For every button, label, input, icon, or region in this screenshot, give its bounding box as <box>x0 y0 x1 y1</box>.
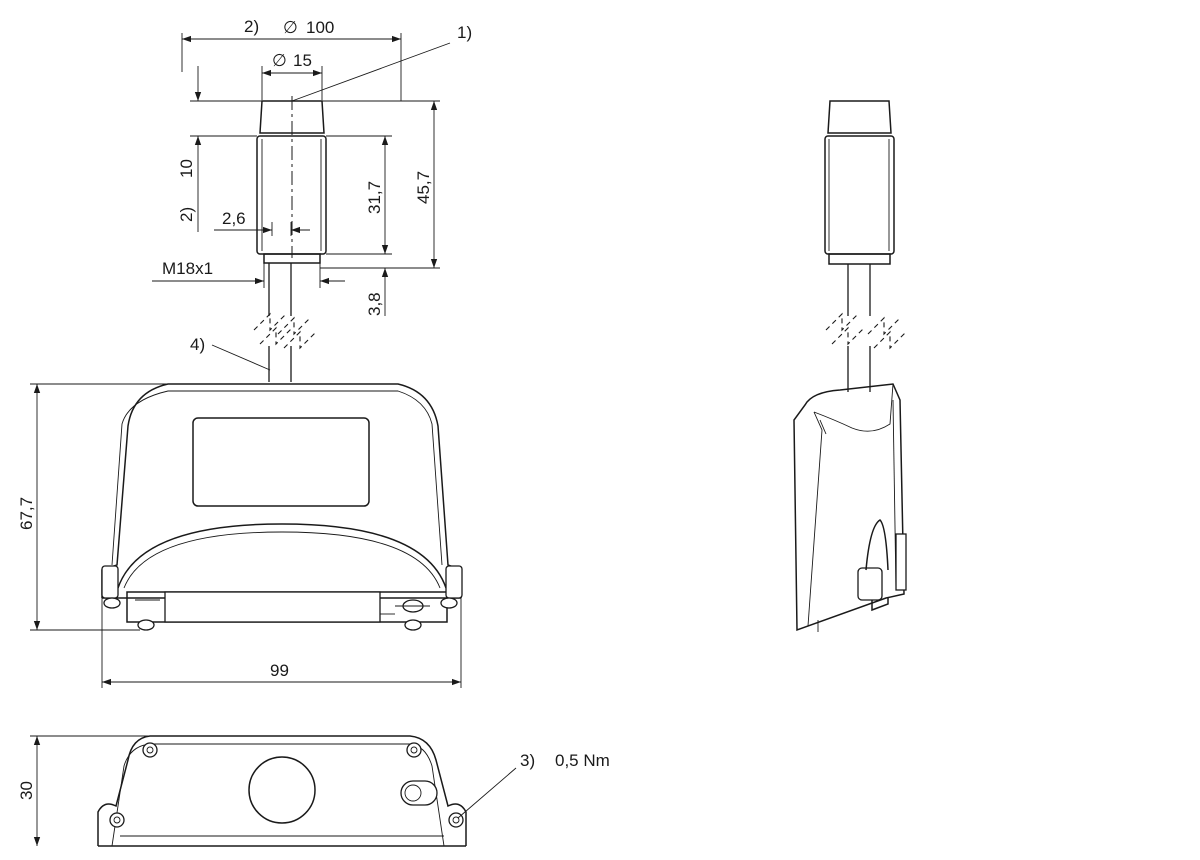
dim-31-7: 31,7 <box>326 135 392 255</box>
dim-31-7-label: 31,7 <box>365 181 384 214</box>
sensor-side-view <box>824 100 907 392</box>
housing-bottom-view <box>97 735 467 847</box>
dim-15-label: 15 <box>293 51 312 70</box>
callout-1-label: 1) <box>457 23 472 42</box>
callout-2-label: 2) <box>244 17 259 36</box>
sensor-front-view <box>253 96 327 382</box>
dim-45-7: 45,7 <box>320 100 440 269</box>
dim-30: 30 <box>17 735 150 846</box>
callout-4: 4) <box>190 335 271 371</box>
dim-diameter-15: ∅ 15 <box>261 51 323 100</box>
dim-2-6: 2,6 <box>214 209 310 236</box>
dim-diameter-100: 2) ∅ 100 <box>181 17 402 101</box>
callout-3-label: 3) <box>520 751 535 770</box>
dim-99: 99 <box>101 598 462 688</box>
torque-label: 0,5 Nm <box>555 751 610 770</box>
dim-67-7-label: 67,7 <box>17 497 36 530</box>
dim-99-label: 99 <box>270 661 289 680</box>
dim-3-8-label: 3,8 <box>365 292 384 316</box>
callout-4-label: 4) <box>190 335 205 354</box>
housing-front-view <box>101 383 463 631</box>
dim-3-8: 3,8 <box>365 246 389 316</box>
dim-30-label: 30 <box>17 781 36 800</box>
diameter-symbol: ∅ <box>283 18 298 37</box>
dim-10: 10 2) <box>177 66 262 232</box>
dim-thread: M18x1 <box>152 259 345 288</box>
dim-67-7: 67,7 <box>17 383 168 631</box>
thread-label: M18x1 <box>162 259 213 278</box>
housing-side-view <box>793 383 907 632</box>
dim-100-label: 100 <box>306 18 334 37</box>
diameter-symbol: ∅ <box>272 51 287 70</box>
callout-3: 3) 0,5 Nm <box>457 751 610 819</box>
dim-2-6-label: 2,6 <box>222 209 246 228</box>
dim-10-label: 10 <box>177 159 196 178</box>
callout-2b-label: 2) <box>177 207 196 222</box>
callout-1: 1) <box>291 23 472 102</box>
dim-45-7-label: 45,7 <box>414 171 433 204</box>
